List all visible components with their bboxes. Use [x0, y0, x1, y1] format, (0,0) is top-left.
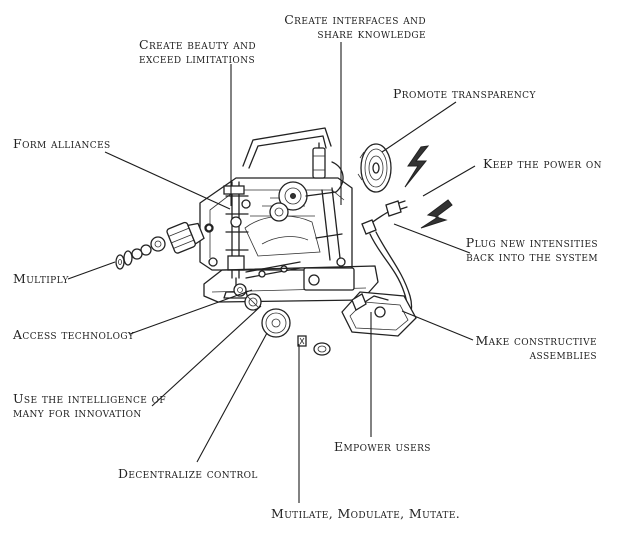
- leader-lines: [67, 42, 476, 503]
- label-make-constructive-assemblies: Make constructive assemblies: [475, 333, 597, 362]
- label-form-alliances: Form alliances: [13, 136, 111, 151]
- label-plug-new-intensities: Plug new intensities back into the syste…: [465, 235, 598, 264]
- label-promote-transparency: Promote transparency: [393, 86, 536, 101]
- label-create-interfaces: Create interfaces and share knowledge: [284, 12, 426, 41]
- label-multiply: Multiply: [13, 271, 69, 286]
- label-mutilate-modulate-mutate: Mutilate, Modulate, Mutate.: [271, 506, 461, 521]
- label-create-beauty: Create beauty and exceed limitations: [139, 37, 257, 66]
- label-keep-power-on: Keep the power on: [483, 156, 602, 171]
- sewing-machine-illustration: [115, 127, 453, 356]
- label-decentralize-control: Decentralize control: [118, 466, 258, 481]
- label-use-intelligence: Use the intelligence of many for innovat…: [13, 391, 167, 420]
- label-empower-users: Empower users: [334, 439, 431, 454]
- label-access-technology: Access technology: [13, 327, 135, 342]
